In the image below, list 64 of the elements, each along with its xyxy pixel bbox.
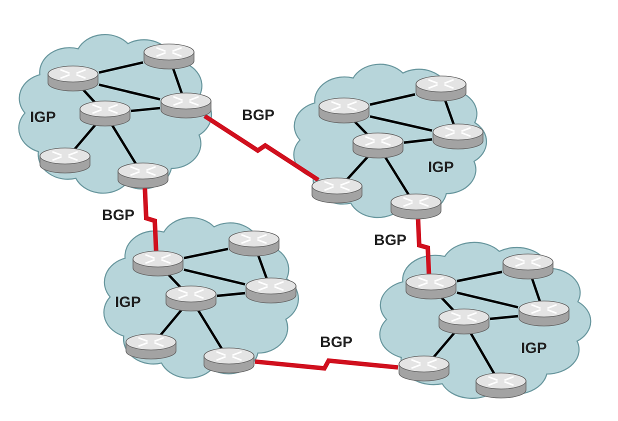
router-icon [352, 132, 404, 159]
connector-line [184, 248, 228, 260]
router-icon [318, 97, 370, 124]
edge-label: BGP [101, 208, 136, 223]
connector-line [167, 273, 182, 289]
router-icon [245, 277, 297, 304]
router-icon [165, 285, 217, 312]
router-icon [160, 92, 212, 119]
link-line [142, 186, 158, 254]
connector-line [456, 270, 502, 282]
router-icon [405, 273, 457, 300]
router-icon [132, 250, 184, 277]
connector-line [98, 61, 144, 74]
connector-line [82, 88, 96, 104]
link-line [254, 358, 398, 371]
router-icon [415, 75, 467, 102]
connector-line [490, 314, 518, 320]
connector-line [370, 93, 416, 106]
router-icon [39, 147, 91, 174]
cloud-label: IGP [30, 110, 56, 125]
edge-label: BGP [241, 108, 276, 123]
router-icon [203, 347, 255, 374]
connector-line [468, 331, 496, 376]
connector-line [404, 138, 432, 144]
router-icon [390, 193, 442, 220]
connector-line [256, 254, 268, 280]
connector-line [353, 120, 369, 136]
cloud-label: IGP [521, 341, 547, 356]
edge-label: BGP [373, 233, 408, 248]
connector-line [216, 292, 246, 298]
connector-line [444, 98, 456, 126]
edge-label: BGP [319, 335, 354, 350]
router-icon [125, 333, 177, 360]
cloud-label: IGP [428, 160, 454, 175]
router-icon [143, 43, 195, 70]
connector-line [370, 115, 432, 132]
connector-line [196, 308, 224, 351]
router-icon [79, 100, 131, 127]
connector-line [98, 84, 160, 100]
router-icon [398, 355, 450, 382]
router-icon [117, 162, 169, 189]
connector-line [530, 276, 542, 304]
router-icon [438, 308, 490, 335]
connector-line [383, 155, 411, 197]
cloud-label: IGP [115, 295, 141, 310]
connector-line [346, 155, 370, 181]
router-icon [475, 372, 527, 399]
connector-line [130, 106, 160, 112]
connector-line [72, 123, 98, 151]
connector-line [432, 331, 456, 359]
connector-line [440, 296, 455, 312]
router-icon [432, 123, 484, 150]
link-line [416, 216, 432, 276]
connector-line [184, 268, 246, 286]
router-icon [502, 253, 554, 280]
connector-line [158, 308, 184, 337]
router-icon [518, 300, 570, 327]
router-icon [311, 177, 363, 204]
connector-line [456, 292, 518, 308]
link-line [203, 114, 320, 182]
connector-line [171, 66, 184, 96]
router-icon [228, 230, 280, 257]
router-icon [47, 65, 99, 92]
connector-line [110, 123, 138, 166]
